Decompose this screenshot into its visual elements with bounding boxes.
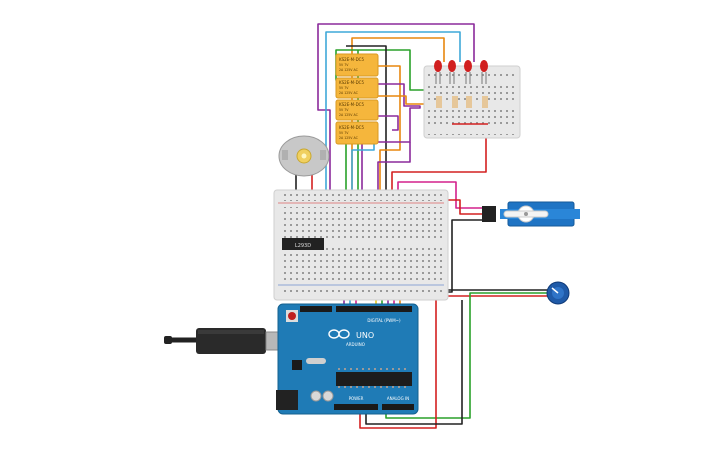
relay-stack: KS2E-M-DC5 5V 7V 2A 125V AC KS2E-M-DC5 5…: [335, 53, 379, 145]
led-3[interactable]: [464, 60, 472, 84]
led-breadboard: [423, 65, 521, 139]
relay-2[interactable]: KS2E-M-DC5 5V 7V 2A 125V AC: [335, 77, 379, 99]
led-1[interactable]: [434, 60, 442, 84]
arduino-uno[interactable]: DIGITAL (PWM~) UNO ARDUINO POWER ANALOG …: [276, 303, 419, 415]
relay-1-voltage: 5V 7V: [339, 63, 349, 67]
relay-4-model: KS2E-M-DC5: [339, 125, 364, 130]
relay-3-rating: 2A 125V AC: [339, 113, 359, 117]
relay-2-rating: 2A 125V AC: [339, 91, 359, 95]
wire-purple-relay2: [376, 115, 399, 131]
relay-3[interactable]: KS2E-M-DC5 5V 7V 2A 125V AC: [335, 99, 379, 121]
relay-4-voltage: 5V 7V: [339, 131, 349, 135]
led-2[interactable]: [448, 60, 456, 84]
arduino-digital-label: DIGITAL (PWM~): [367, 318, 401, 323]
wire-magenta-servo: [397, 181, 486, 209]
wire-orange-relay: [376, 65, 401, 205]
relay-4[interactable]: KS2E-M-DC5 5V 7V 2A 125V AC: [335, 121, 379, 145]
arduino-analog-label: ANALOG IN: [387, 396, 409, 401]
servo-motor[interactable]: [482, 201, 580, 227]
relay-4-rating: 2A 125V AC: [339, 136, 359, 140]
relay-2-model: KS2E-M-DC5: [339, 80, 364, 85]
dc-motor[interactable]: [278, 135, 330, 177]
arduino-brand: UNO: [356, 331, 374, 340]
led-group: [434, 60, 488, 84]
wire-black-relay: [346, 45, 387, 200]
driver-chip[interactable]: L293D: [282, 238, 324, 250]
arduino-sub: ARDUINO: [346, 342, 365, 347]
wire-green-pot: [385, 292, 548, 419]
driver-chip-label: L293D: [295, 243, 311, 249]
relay-3-model: KS2E-M-DC5: [339, 102, 364, 107]
relay-2-voltage: 5V 7V: [339, 86, 349, 90]
potentiometer[interactable]: [546, 281, 570, 305]
wire-black-power: [365, 300, 463, 425]
led-4[interactable]: [480, 60, 488, 84]
relay-1[interactable]: KS2E-M-DC5 5V 7V 2A 125V AC: [335, 53, 379, 77]
main-breadboard: [273, 189, 449, 301]
relay-1-model: KS2E-M-DC5: [339, 57, 364, 62]
wire-purple-relay3: [377, 142, 411, 212]
relay-1-rating: 2A 125V AC: [339, 68, 359, 72]
arduino-power-label: POWER: [349, 396, 364, 401]
wire-red-led: [391, 122, 487, 200]
wire-red-power: [359, 296, 437, 429]
arduino-logo-icon: [328, 329, 350, 339]
wire-orange-relay2: [376, 95, 436, 105]
usb-cable: [164, 328, 283, 354]
relay-3-voltage: 5V 7V: [339, 108, 349, 112]
